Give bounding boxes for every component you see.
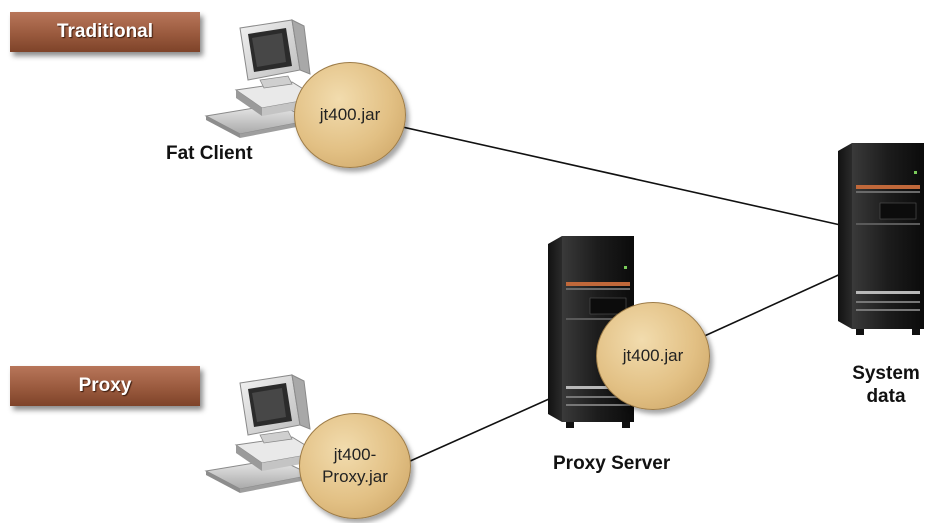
- jar-label: jt400- Proxy.jar: [322, 444, 388, 488]
- connection-fat-client-to-system: [397, 125, 846, 227]
- banner-traditional: Traditional: [10, 12, 200, 52]
- jar-label: jt400.jar: [622, 346, 684, 365]
- jar-circle-fat-client: jt400.jar: [294, 62, 406, 168]
- jar-label: jt400.jar: [319, 105, 381, 124]
- jar-circle-proxy-server: jt400.jar: [596, 302, 710, 410]
- desktop-computer-icon: [204, 374, 320, 493]
- banner-proxy: Proxy: [10, 366, 200, 406]
- jar-circle-proxy-client: jt400- Proxy.jar: [299, 413, 411, 519]
- connection-proxy-client-to-proxy-server: [407, 398, 550, 463]
- connection-proxy-server-to-system: [699, 271, 846, 339]
- jar-label-line: jt400-: [333, 445, 377, 464]
- label-line: System: [852, 363, 920, 384]
- label-line: data: [866, 386, 906, 407]
- server-tower-icon: [838, 143, 924, 335]
- label-proxy-server: Proxy Server: [553, 453, 671, 474]
- label-fat-client: Fat Client: [166, 143, 253, 164]
- label-system-data: System data: [838, 362, 934, 408]
- jar-label-line: Proxy.jar: [322, 467, 388, 486]
